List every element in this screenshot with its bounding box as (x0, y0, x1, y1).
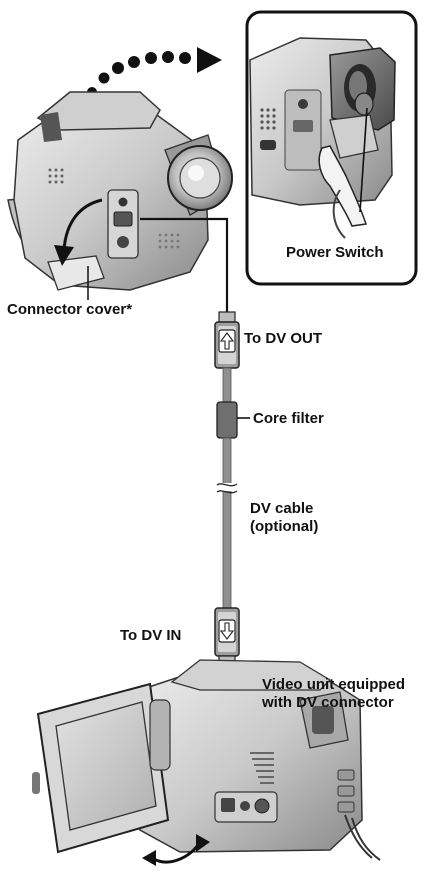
core-filter-label: Core filter (253, 410, 324, 428)
dv-cable-label-line1: DV cable (250, 500, 318, 518)
up-arrow-plug-icon (219, 330, 235, 352)
camcorder-top (8, 92, 232, 300)
to-dv-in-label: To DV IN (120, 627, 181, 645)
dotted-arc-arrow (87, 47, 222, 97)
video-unit-label-line2: with DV connector (262, 694, 405, 712)
to-dv-out-label: To DV OUT (244, 330, 322, 348)
video-unit-label: Video unit equipped with DV connector (262, 676, 405, 712)
connector-cover-label: Connector cover* (7, 301, 132, 319)
video-unit-label-line1: Video unit equipped (262, 676, 405, 694)
dv-cable-label-line2: (optional) (250, 518, 318, 536)
power-switch-label: Power Switch (286, 244, 384, 262)
down-arrow-plug-icon (219, 620, 235, 642)
dv-cable-label: DV cable (optional) (250, 500, 318, 536)
